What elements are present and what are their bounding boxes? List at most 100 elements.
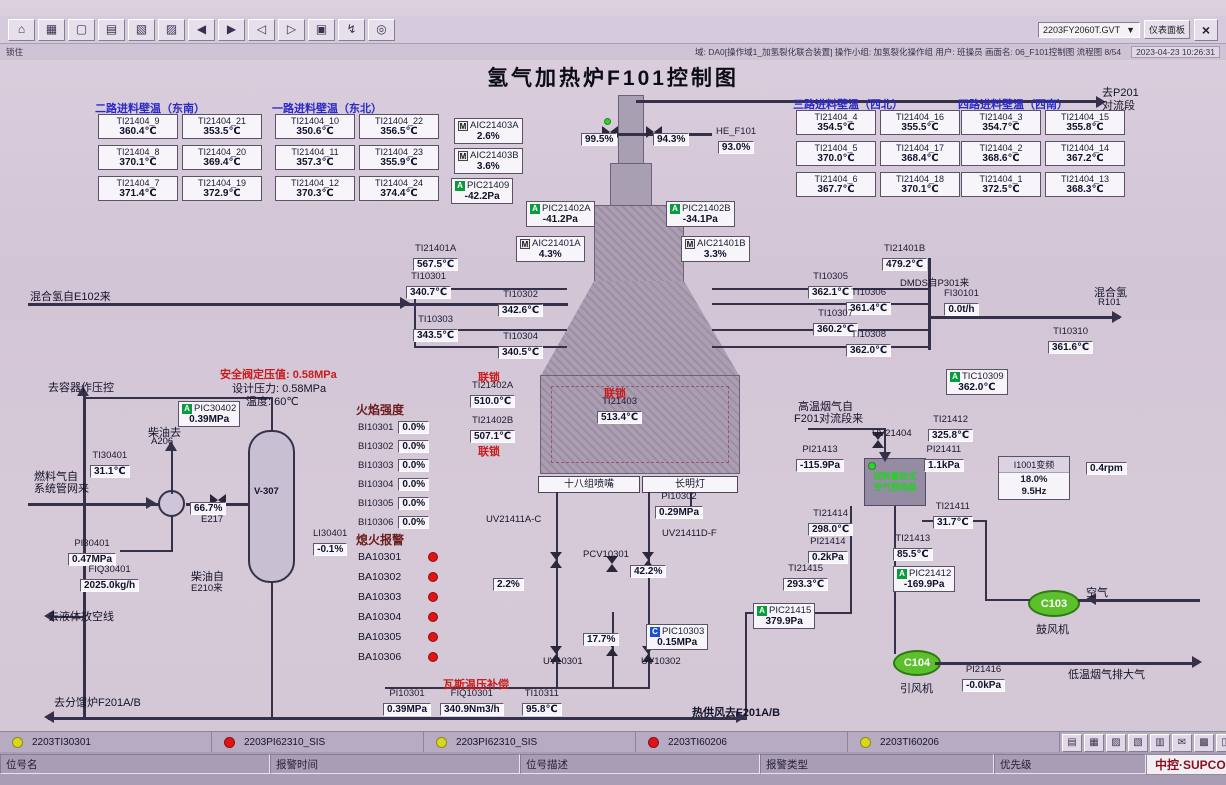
value-box-VAL_DAMPER2[interactable]: 94.3% <box>653 129 690 147</box>
valve-icon[interactable] <box>872 432 884 448</box>
back-icon[interactable]: ◀ <box>188 18 215 41</box>
instrument-PI21416[interactable]: PI21416-0.0kPa <box>962 664 1006 693</box>
value-box-VAL_RPM[interactable]: 0.4rpm <box>1086 458 1127 476</box>
search-icon[interactable]: ◎ <box>368 18 395 41</box>
valve-icon[interactable] <box>550 552 562 568</box>
value-box-VAL_422[interactable]: 42.2% <box>630 561 667 579</box>
lightning-icon[interactable]: ↯ <box>338 18 365 41</box>
document-icon[interactable]: ▣ <box>308 18 335 41</box>
valve-icon[interactable] <box>550 646 562 662</box>
home-icon[interactable]: ⌂ <box>8 18 35 41</box>
report-icon[interactable]: ▥ <box>1150 733 1170 752</box>
alarm-entry[interactable]: 2203TI30301 <box>0 732 212 753</box>
alarm-entry[interactable]: 2203TI60206 <box>636 732 848 753</box>
instrument-LI30401[interactable]: LI30401-0.1% <box>313 528 347 557</box>
screen-switch-icon[interactable]: ▦ <box>1084 733 1104 752</box>
instrument-panel-button[interactable]: 仪表面板 <box>1143 20 1190 39</box>
graphics-icon[interactable]: ▤ <box>98 18 125 41</box>
printer-icon[interactable]: ▤ <box>1062 733 1082 752</box>
alarm-summary-icon[interactable]: ▨ <box>1106 733 1126 752</box>
alarm-entry[interactable]: 2203PI62310_SIS <box>424 732 636 753</box>
alarm-entry[interactable]: 2203TI60206 <box>848 732 1060 753</box>
close-button[interactable]: × <box>1194 18 1218 41</box>
blower-c103[interactable]: C103 <box>1028 590 1080 617</box>
valve-icon[interactable] <box>606 556 618 572</box>
next-page-icon[interactable]: ▷ <box>278 18 305 41</box>
group-icon[interactable]: ▩ <box>1194 733 1214 752</box>
trend-icon[interactable]: ▧ <box>128 18 155 41</box>
forward-icon[interactable]: ▶ <box>218 18 245 41</box>
value-box-VAL_667[interactable]: 66.7% <box>190 498 227 516</box>
alarm-entry[interactable]: 2203PI62310_SIS <box>212 732 424 753</box>
value-box-VAL_DAMPER1[interactable]: 99.5% <box>581 129 618 147</box>
trend-icon[interactable]: ▧ <box>1128 733 1148 752</box>
overview-grid-icon[interactable]: ▦ <box>38 18 65 41</box>
